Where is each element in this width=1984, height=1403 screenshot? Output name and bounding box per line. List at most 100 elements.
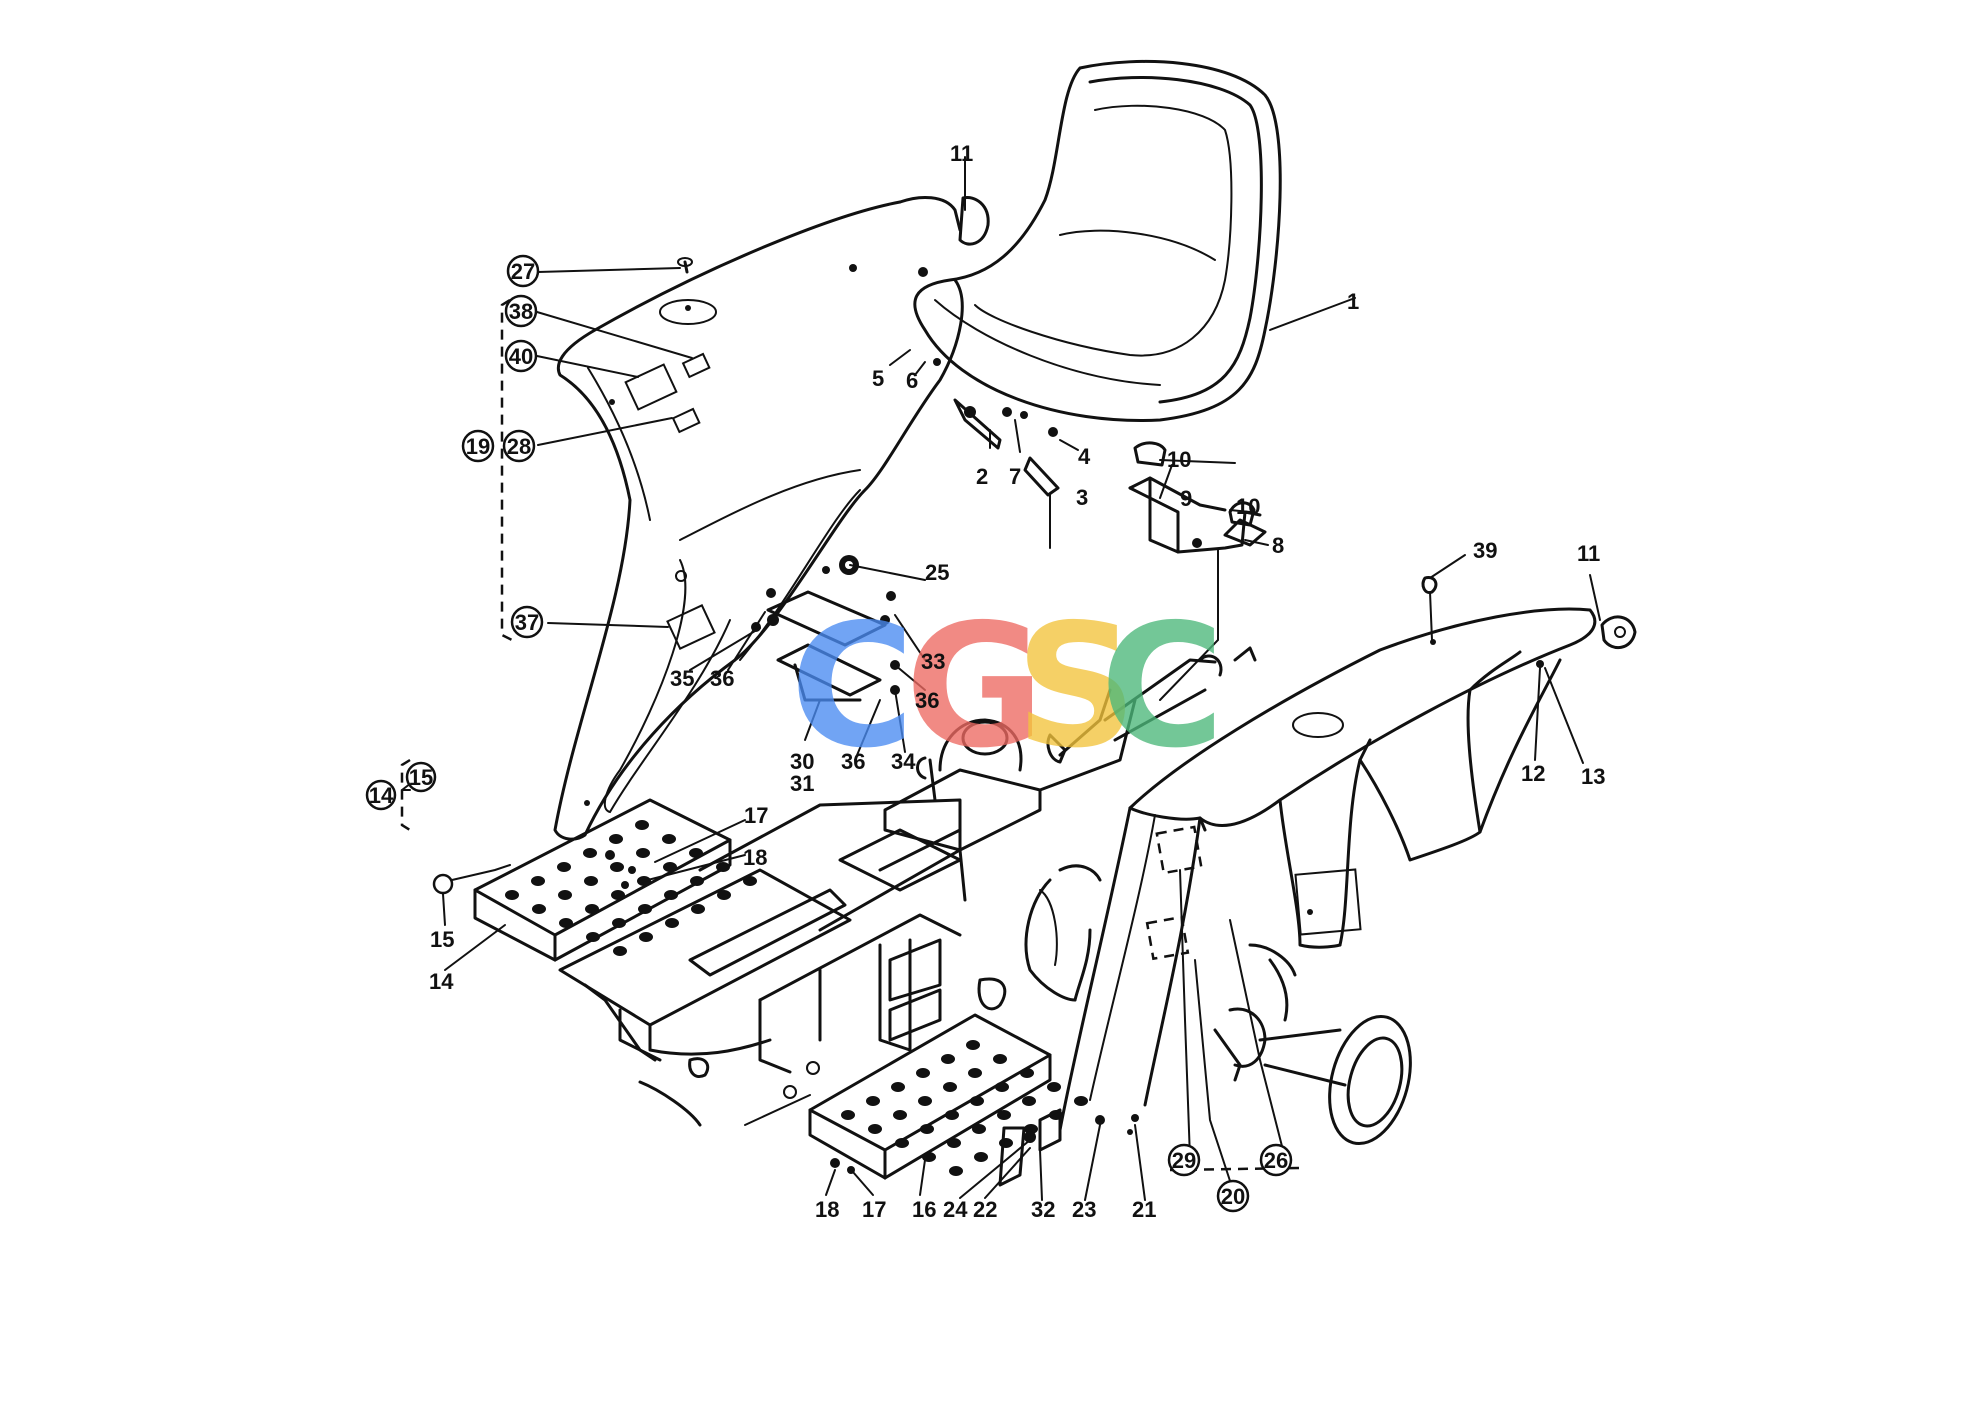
perforation-hole xyxy=(639,932,653,942)
callout-19-circled: 19 xyxy=(466,434,490,459)
perforation-hole xyxy=(531,876,545,886)
callout-29-circled: 29 xyxy=(1172,1148,1196,1173)
callout-20-circle xyxy=(1216,1179,1250,1213)
perforation-hole xyxy=(949,1166,963,1176)
seat xyxy=(913,59,1282,422)
perforation-hole xyxy=(1024,1124,1038,1134)
rear-fender xyxy=(553,196,964,841)
perforation-hole xyxy=(945,1110,959,1120)
callout-40-circle xyxy=(504,339,538,373)
callout-37-circled: 37 xyxy=(515,610,539,635)
callout-11-right: 11 xyxy=(1577,541,1600,566)
watermark-letter-1: C xyxy=(790,588,915,786)
rear-axle-hub xyxy=(1213,943,1412,1146)
perforation-hole xyxy=(895,1138,909,1148)
callout-22: 22 xyxy=(973,1197,997,1222)
perforation-hole xyxy=(868,1124,882,1134)
perforation-hole xyxy=(585,904,599,914)
callout-28-circled: 28 xyxy=(507,434,531,459)
perforation-hole xyxy=(665,918,679,928)
perforation-hole xyxy=(743,876,757,886)
callout-35: 35 xyxy=(670,666,694,691)
perforation-hole xyxy=(557,862,571,872)
callout-7: 7 xyxy=(1009,464,1021,489)
callout-18-lower: 18 xyxy=(815,1197,839,1222)
hinge-bracket xyxy=(953,398,1060,549)
callout-34: 34 xyxy=(891,749,916,774)
callout-33: 33 xyxy=(921,649,945,674)
perforation-hole xyxy=(974,1152,988,1162)
perforation-hole xyxy=(970,1096,984,1106)
callout-14: 14 xyxy=(429,969,454,994)
callout-17-upper: 17 xyxy=(744,803,768,828)
decal-28 xyxy=(671,407,701,434)
watermark: C G S C xyxy=(790,588,1225,786)
callout-38-circled: 38 xyxy=(509,299,533,324)
perforation-hole xyxy=(920,1124,934,1134)
perforation-hole xyxy=(612,918,626,928)
callout-28-circle xyxy=(502,429,536,463)
callout-29-circle xyxy=(1167,1143,1201,1177)
callout-38-circle xyxy=(504,294,538,328)
perforation-hole xyxy=(918,1096,932,1106)
callout-labels: 1 2 3 4 5 6 7 8 9 10 10 11 11 12 13 14 1… xyxy=(365,141,1605,1222)
chassis-frame xyxy=(558,798,1102,1127)
callout-8: 8 xyxy=(1272,533,1284,558)
perforation-hole xyxy=(943,1082,957,1092)
callout-16: 16 xyxy=(912,1197,936,1222)
callout-26-circle xyxy=(1259,1143,1293,1177)
perforation-hole xyxy=(1022,1096,1036,1106)
watermark-letter-3: S xyxy=(1015,588,1137,786)
front-fender xyxy=(1058,607,1597,1132)
perforation-hole xyxy=(636,848,650,858)
callout-10-upper: 10 xyxy=(1167,447,1191,472)
perforation-hole xyxy=(993,1054,1007,1064)
callout-31: 31 xyxy=(790,771,814,796)
perforation-hole xyxy=(947,1138,961,1148)
footrest-left-holes xyxy=(505,820,757,956)
perforation-hole xyxy=(638,904,652,914)
transmission-housing xyxy=(883,646,1257,852)
callout-21: 21 xyxy=(1132,1197,1156,1222)
perforation-hole xyxy=(893,1110,907,1120)
callout-13: 13 xyxy=(1581,764,1605,789)
callout-10-lower: 10 xyxy=(1236,494,1260,519)
callout-14-circled: 14 xyxy=(369,783,394,808)
perforation-hole xyxy=(609,834,623,844)
callout-2: 2 xyxy=(976,464,988,489)
perforation-hole xyxy=(691,904,705,914)
perforation-hole xyxy=(999,1138,1013,1148)
callout-15-circled: 15 xyxy=(409,765,433,790)
callout-40-circled: 40 xyxy=(509,344,533,369)
perforation-hole xyxy=(972,1124,986,1134)
callout-15-circle xyxy=(405,761,437,793)
decal-37 xyxy=(666,604,716,650)
callout-30: 30 xyxy=(790,749,814,774)
perforation-hole xyxy=(941,1054,955,1064)
callout-20-circled: 20 xyxy=(1221,1184,1245,1209)
callout-37-circle xyxy=(510,605,544,639)
perforation-hole xyxy=(1047,1082,1061,1092)
callout-19-circle xyxy=(461,429,495,463)
callout-27-circle xyxy=(506,254,540,288)
callout-17-lower: 17 xyxy=(862,1197,886,1222)
perforation-hole xyxy=(717,890,731,900)
footrest-right xyxy=(808,1013,1088,1180)
perforation-hole xyxy=(866,1096,880,1106)
perforation-hole xyxy=(664,890,678,900)
callout-6: 6 xyxy=(906,368,918,393)
callout-1: 1 xyxy=(1347,289,1359,314)
footrest-left xyxy=(473,798,757,962)
perforation-hole xyxy=(916,1068,930,1078)
callout-36-left: 36 xyxy=(710,666,734,691)
perforation-hole xyxy=(690,876,704,886)
perforation-hole xyxy=(558,890,572,900)
callout-15: 15 xyxy=(430,927,454,952)
decal-29 xyxy=(1155,825,1203,875)
callout-5: 5 xyxy=(872,366,884,391)
callout-11-left: 11 xyxy=(950,141,973,166)
perforation-hole xyxy=(610,862,624,872)
callout-39: 39 xyxy=(1473,538,1497,563)
leader-lines xyxy=(401,156,1601,1201)
